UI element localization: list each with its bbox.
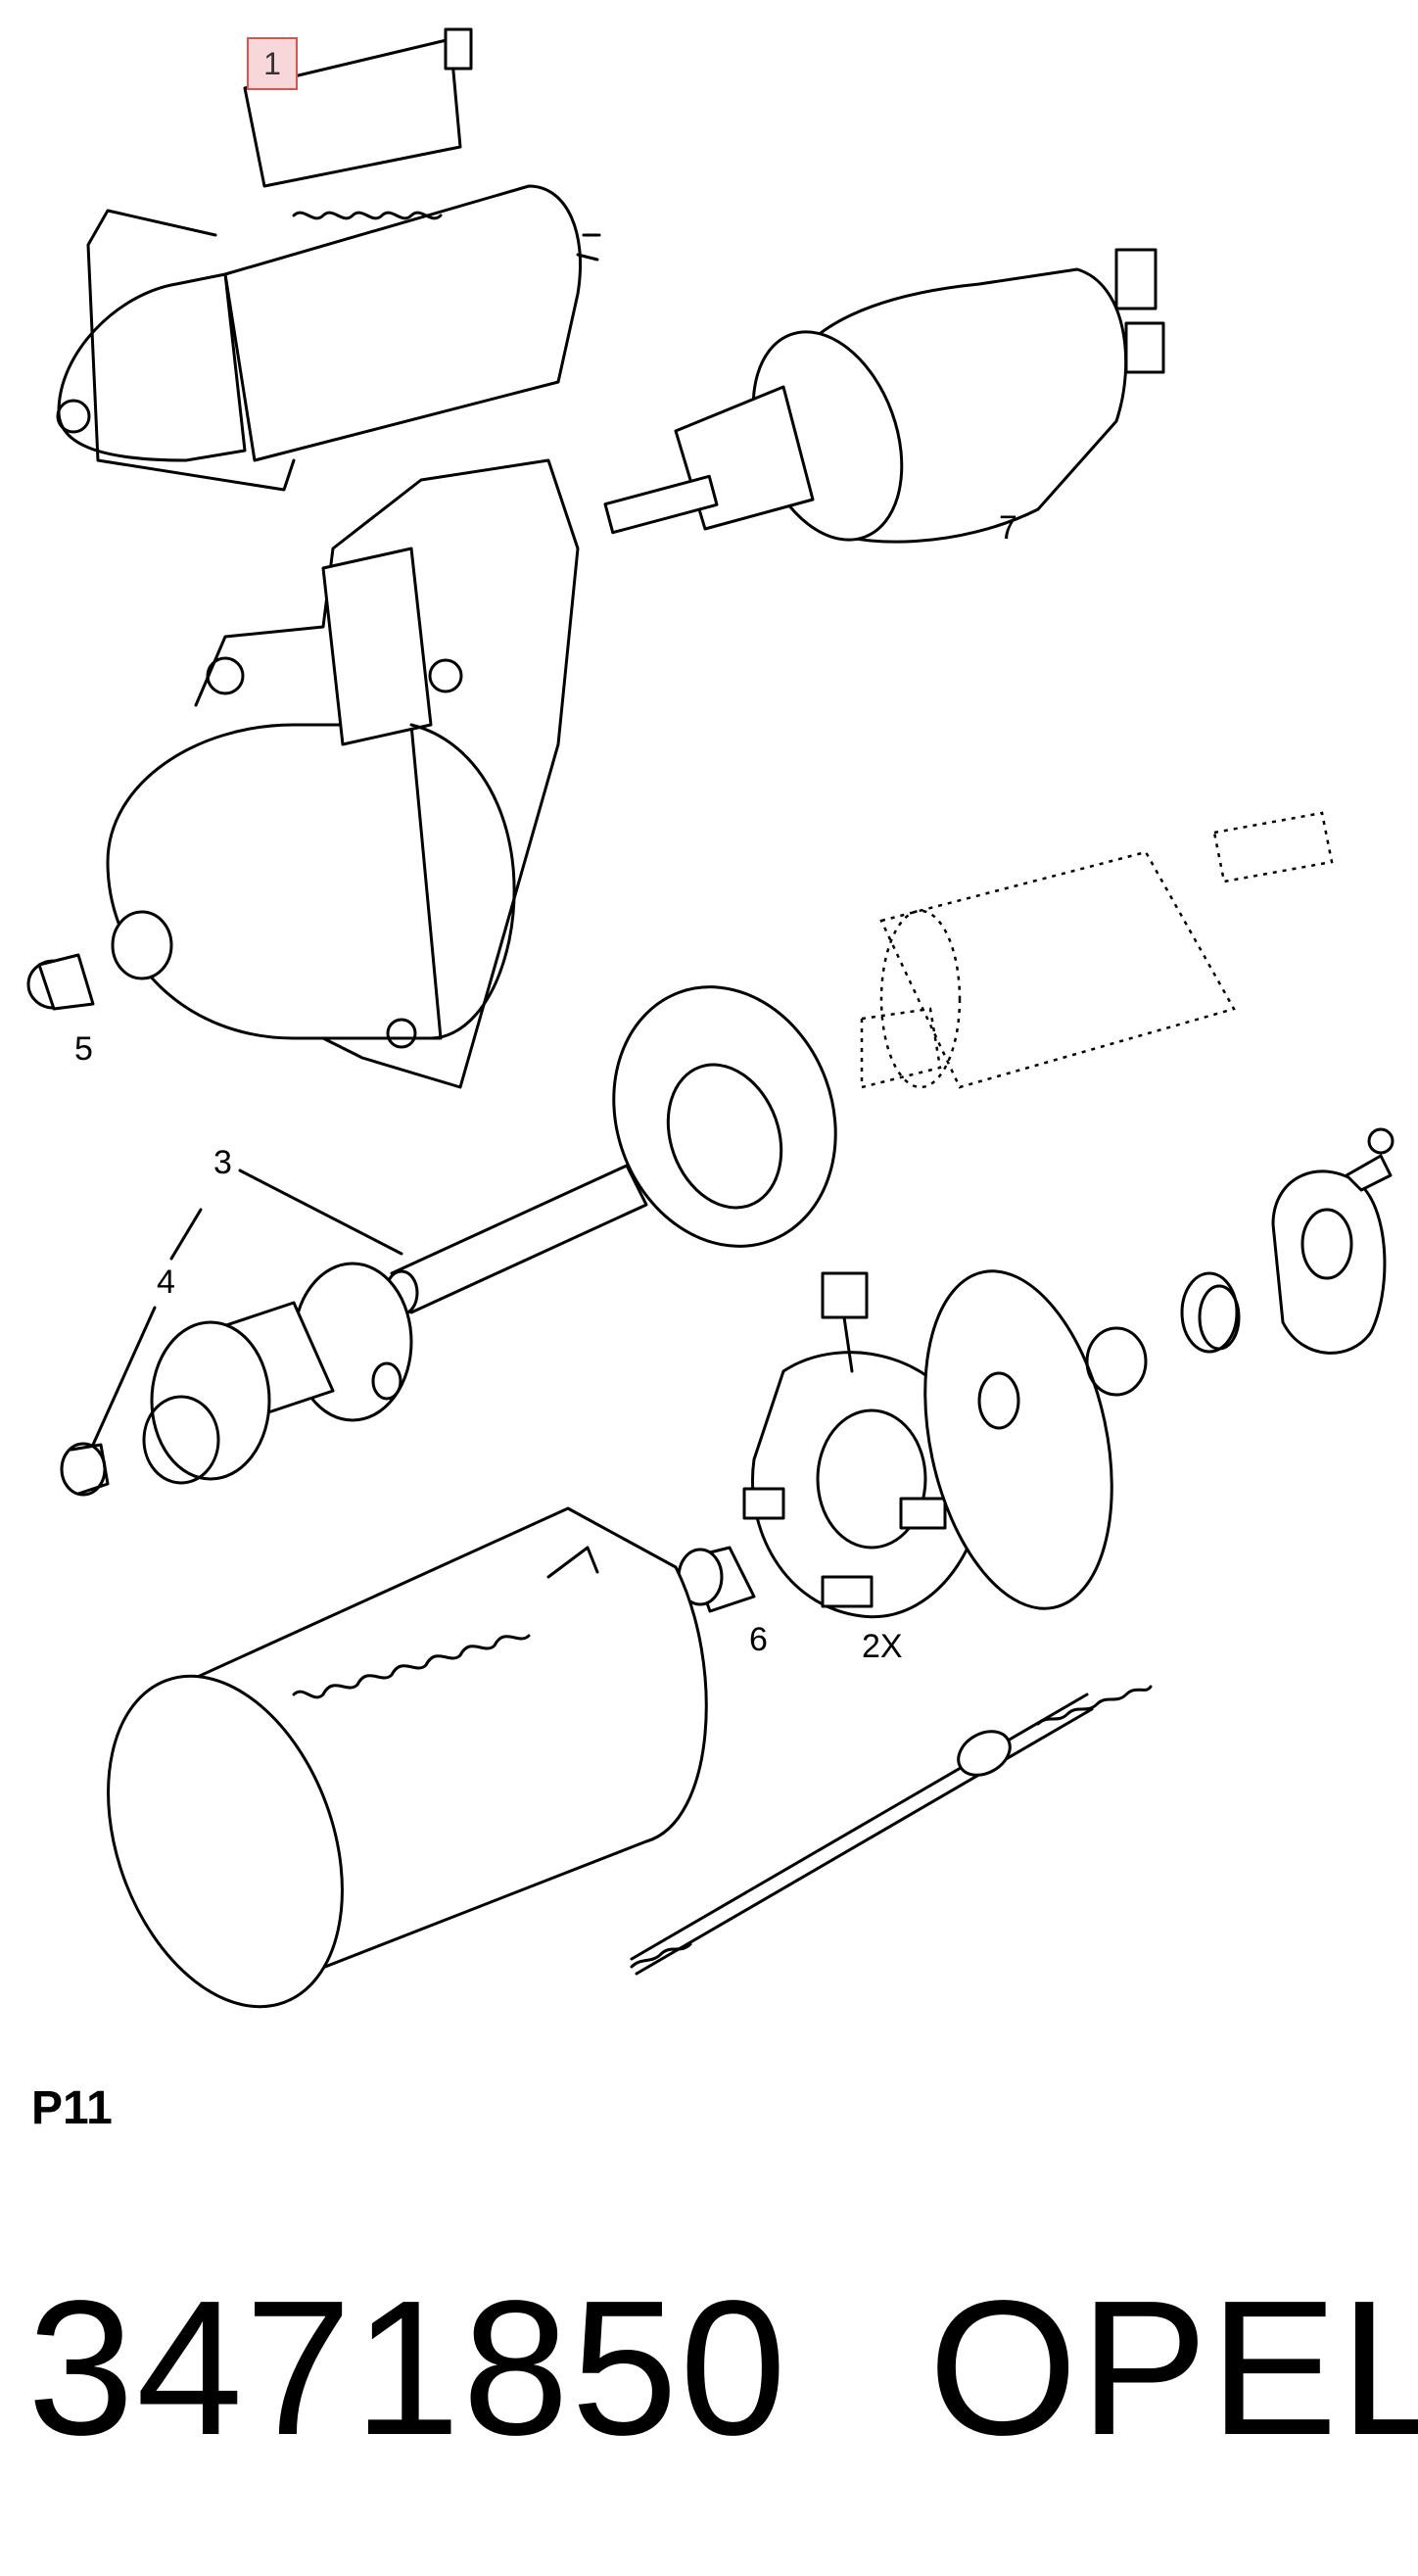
motor-yoke	[107, 1506, 708, 2009]
callout-4: 4	[157, 1264, 175, 1301]
planetary-gear-shaft	[384, 985, 837, 1316]
callout-7: 7	[999, 509, 1017, 547]
figure-code: P11	[31, 2082, 113, 2134]
callout-3: 3	[213, 1144, 232, 1181]
leader-lines	[91, 1169, 403, 1447]
springs-and-washers	[1085, 1271, 1241, 1397]
assembled-starter-motor	[56, 27, 601, 492]
callout-5: 5	[74, 1030, 93, 1068]
starter-motor-exploded-diagram	[26, 27, 1394, 2009]
bushing-5	[26, 953, 95, 1011]
drive-end-housing	[106, 458, 580, 1089]
part-number: 3471850	[27, 2261, 789, 2475]
brand-name: OPEL	[928, 2261, 1418, 2475]
callout-2x: 2X	[862, 1628, 903, 1665]
bushing-6	[677, 1546, 756, 1613]
commutator-end-plate	[923, 1269, 1113, 1610]
solenoid-switch	[603, 248, 1165, 544]
callout-1[interactable]: 1	[247, 37, 298, 90]
through-bolt	[630, 1685, 1153, 1976]
armature	[860, 811, 1334, 1089]
end-cap-and-screw	[1271, 1127, 1394, 1355]
callout-6: 6	[749, 1621, 768, 1658]
drive-pinion	[60, 1262, 413, 1497]
